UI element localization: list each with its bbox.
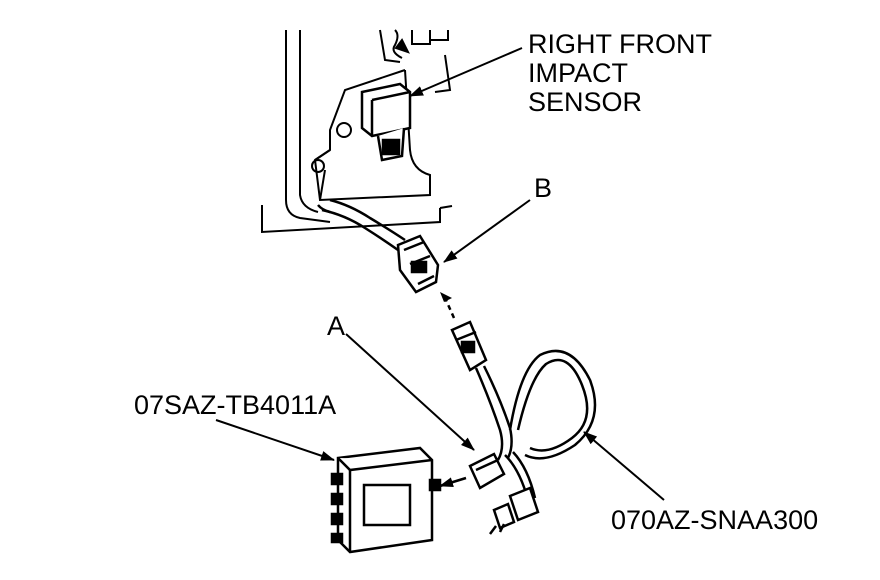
harness-plugs: [468, 452, 540, 535]
sensor-label-line1: RIGHT FRONT: [528, 29, 712, 59]
test-harness-cable: [474, 349, 597, 501]
connector-b-label: B: [534, 173, 553, 203]
vehicle-frame: [261, 29, 453, 234]
sensor-label-line3: SENSOR: [528, 87, 643, 117]
simulator-box: [330, 446, 442, 554]
sensor-callout: RIGHT FRONT IMPACT SENSOR: [528, 30, 712, 117]
impact-sensor: [360, 82, 412, 162]
sensor-harness: [317, 198, 406, 252]
sensor-label-line2: IMPACT: [528, 58, 628, 88]
leader-lines: [215, 47, 665, 501]
connection-arrow: [440, 292, 456, 319]
harness-connector: [450, 320, 488, 372]
simulator-connection-arrows: [439, 476, 467, 488]
simulator-tool-label: 07SAZ-TB4011A: [134, 390, 337, 420]
connector-b: [396, 234, 440, 294]
connector-a-label: A: [327, 311, 346, 341]
test-harness-label: 070AZ-SNAA300: [611, 505, 819, 535]
